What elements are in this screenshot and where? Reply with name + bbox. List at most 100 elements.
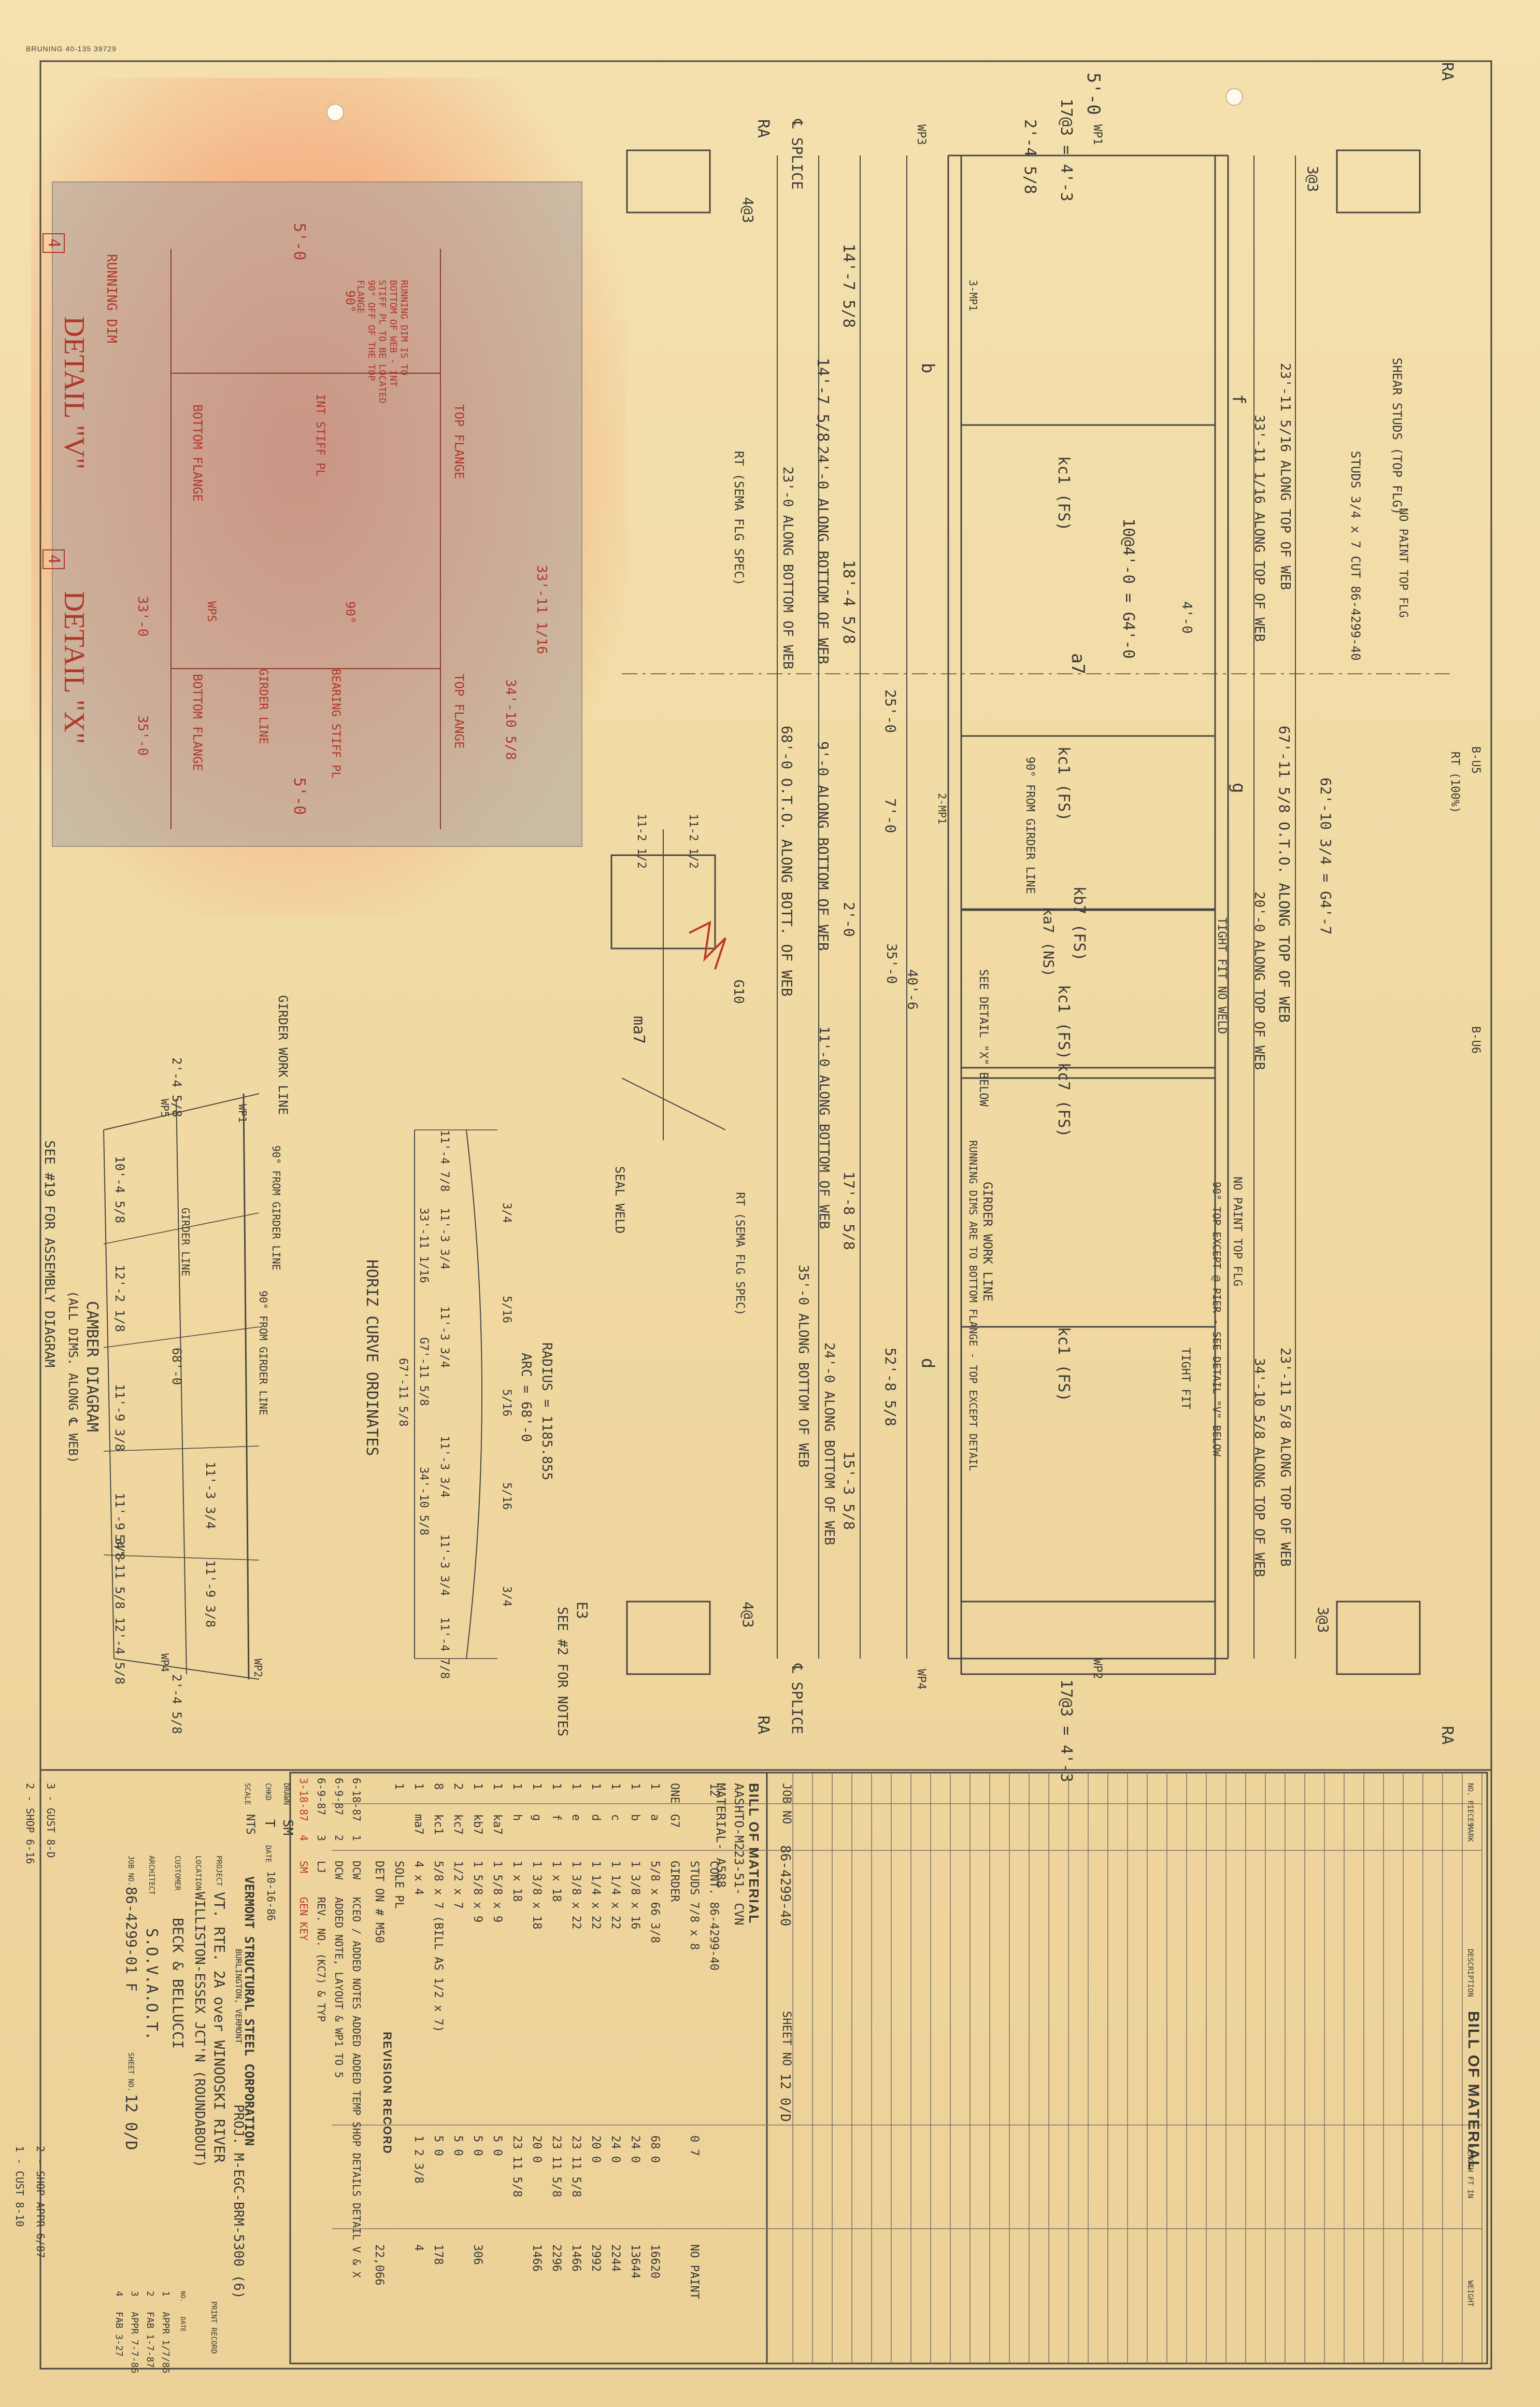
drawn-by: SM	[280, 1819, 295, 1836]
bom-cell-desc: 1 5/8 x 9	[491, 1861, 504, 1923]
camber-dim: 11'-9 3/8	[203, 1560, 218, 1628]
rev-tag: RA	[754, 119, 772, 138]
member-mark: kc1 (FS)	[1054, 746, 1073, 822]
bom-cell-desc: DET ON # M50	[373, 1861, 386, 1943]
detail-x-dim: 33'-11 1/16	[534, 565, 549, 655]
note: 3-MP1	[967, 280, 979, 312]
bom-title-2: BILL OF MATERIAL	[746, 1783, 762, 1924]
bom-cell-pcs: 1	[648, 1783, 661, 1790]
camber-label: GIRDER WORK LINE	[276, 995, 290, 1115]
bom-cell-mark: c	[609, 1814, 622, 1821]
bom-cell-len: 23 11 5/8	[550, 2135, 563, 2198]
project-label: PROJECT	[215, 1856, 223, 1887]
detail-v-dim: 5'-0	[290, 223, 308, 261]
member-mark: kc1 (FS)	[1054, 985, 1073, 1060]
bolt-pattern: 4@3	[739, 1602, 757, 1628]
horiz-curve-dim: 11'-3 3/4	[438, 1534, 451, 1596]
horiz-curve-ord: 5/16	[500, 1389, 513, 1417]
dim-left: 2'-0	[840, 902, 858, 937]
revision-by: DCW	[333, 1861, 345, 1880]
section-member: ma7	[630, 1016, 648, 1044]
dim-left: 14'-7 5/8	[814, 358, 832, 442]
company-addr: BURLINGTON, VERMONT	[234, 1949, 244, 2044]
dim-left: 7'-0	[882, 798, 899, 833]
handwritten-note: 2 - SHOP APPR 6/87	[34, 2146, 47, 2258]
location-label: LOCATION	[194, 1856, 202, 1891]
bom-cell-wt: 2244	[609, 2244, 622, 2272]
bom-cell-pcs: 1	[510, 1783, 523, 1790]
bom-cell-len: 5 0	[451, 2135, 464, 2156]
dim-right: 23'-11 5/8 ALONG TOP OF WEB	[1277, 1348, 1293, 1567]
bom-cell-desc: 1/2 x 7	[451, 1861, 464, 1909]
dim-left: 35'-0	[883, 943, 899, 984]
bom-cell-mark: kc1	[432, 1814, 445, 1835]
dim-left: 11'-0 ALONG BOTTOM OF WEB	[816, 1026, 832, 1229]
revision-rev: 3	[315, 1835, 327, 1842]
bom-cell-len: 0 7	[688, 2135, 701, 2156]
bom-cell-len: 5 0	[491, 2135, 504, 2156]
rev-tag: RA	[1438, 1726, 1456, 1745]
splice-plate-bottom-left	[626, 1601, 711, 1675]
bom-header: NO. PIECES	[1466, 1783, 1474, 1827]
bom-cell-wt: 4	[412, 2244, 425, 2252]
detail-x-girder-line: GIRDER LINE	[256, 669, 269, 744]
rev-record-title: REVISION RECORD	[381, 2032, 394, 2155]
bom-cell-desc: SOLE PL	[392, 1861, 405, 1909]
bom-cell-pcs: 1	[392, 1783, 405, 1790]
dim-left: 24'-0 ALONG BOTTOM OF WEB	[821, 1342, 837, 1546]
bolt-pattern: 4@3	[739, 197, 757, 223]
customer-label: CUSTOMER	[173, 1856, 181, 1891]
revision-text: ADDED NOTE, LAYOUT & WP1 TO 5	[333, 1897, 345, 2078]
horiz-curve-dim: 11'-4 7/8	[438, 1617, 451, 1679]
horiz-curve-ord: 5/16	[500, 1482, 513, 1510]
bom-cell-mark: G7	[668, 1814, 681, 1828]
print-no: 1	[160, 2291, 171, 2297]
horiz-curve-radius: RADIUS = 1185.855	[539, 1342, 554, 1481]
print-date: FAB 3-27	[113, 2312, 124, 2357]
scale: NTS	[244, 1814, 256, 1835]
bom-cell-wt: 16620	[648, 2244, 661, 2279]
print-date: APPR 1/7/86	[160, 2312, 171, 2374]
camber-dim: 10'-4 5/8	[112, 1156, 127, 1224]
dim-left: 68'-0 O.T.O. ALONG BOTT. OF WEB	[778, 726, 795, 997]
sheet-see-notes: SEE #2 FOR NOTES	[554, 1607, 570, 1737]
revision-date: 3-18-87	[297, 1778, 310, 1822]
revision-by: DCW	[350, 1861, 363, 1880]
dim-left: 18'-4 5/8	[839, 560, 858, 644]
bom-header: DESCRIPTION	[1466, 1949, 1474, 1997]
print-date: FAB 1-7-87	[145, 2312, 155, 2368]
camber-dim: 11'-3 3/4	[203, 1462, 218, 1530]
dim-left: 35'-0 ALONG BOTTOM OF WEB	[795, 1265, 811, 1468]
splice-plate-bottom-right	[1336, 1601, 1421, 1675]
bom-cell-pcs: 12	[707, 1783, 720, 1797]
bom-cell-pcs: 8	[432, 1783, 445, 1790]
detail-x-dim: 33'-0	[135, 596, 150, 637]
bom-cell-pcs: ONE	[668, 1783, 681, 1804]
revision-text: REV. NO. (KC7) & TYP	[315, 1897, 327, 2022]
bom-job-no: 86-4299-40	[777, 1845, 793, 1927]
member-mark: d	[917, 1358, 938, 1369]
camber-dim: 68'-0	[169, 1348, 184, 1385]
camber-see-note: SEE #19 FOR ASSEMBLY DIAGRAM	[41, 1140, 57, 1368]
camber-dim: 2'-4 5/8	[169, 1674, 184, 1734]
dim-left: 14'-7 5/8	[839, 244, 858, 328]
bom-cell-mark: kb7	[471, 1814, 484, 1835]
scale-label: SCALE	[243, 1783, 251, 1805]
revision-by: LJ	[315, 1861, 327, 1874]
bom-cell-desc: 1 3/8 x 22	[569, 1861, 582, 1930]
revision-by: SM	[297, 1861, 310, 1874]
camber-wp: WP1	[236, 1104, 249, 1123]
bom-header: WEIGHT	[1466, 2281, 1474, 2307]
bom-header: MARK	[1466, 1824, 1474, 1842]
rev-tag: RA	[754, 1716, 772, 1735]
dim-right: 23'-11 5/16 ALONG TOP OF WEB	[1277, 363, 1293, 590]
bom-cell-mark: ma7	[412, 1814, 425, 1835]
bom-cell-mark: e	[569, 1814, 582, 1821]
note: 2-MP1	[936, 793, 948, 825]
bom-cell-wt: 178	[432, 2244, 445, 2265]
horiz-curve-dim: 11'-3 3/4	[438, 1306, 451, 1368]
camber-dim: 12'-4 5/8	[112, 1617, 127, 1685]
bom-cell-mark: a	[648, 1814, 661, 1821]
member-mark: a7	[1067, 653, 1088, 674]
